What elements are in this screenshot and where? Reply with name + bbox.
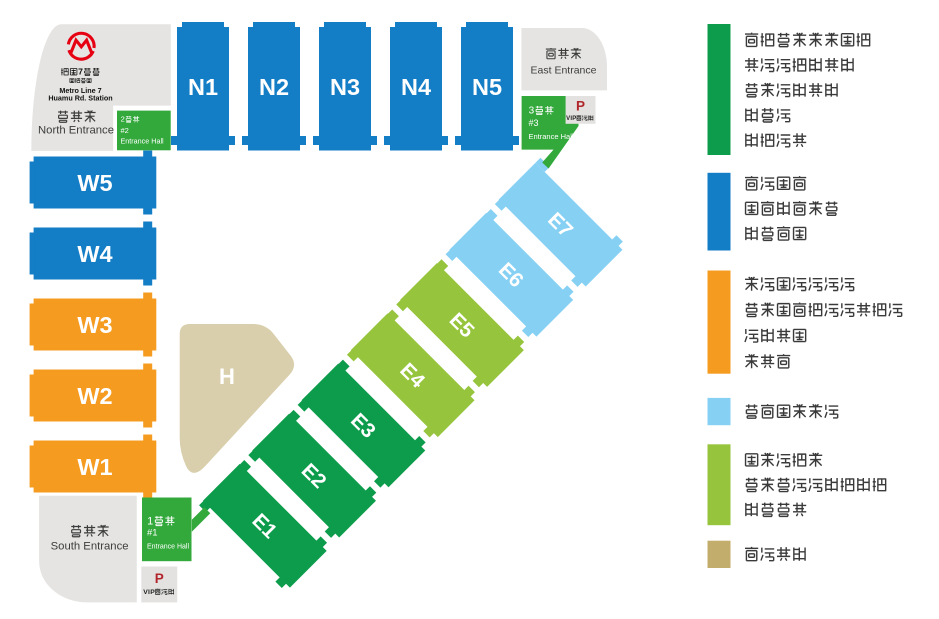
svg-text:W5: W5 [77,170,112,196]
svg-text:P: P [572,116,576,122]
svg-text:Entrance Hall: Entrance Hall [121,136,165,145]
svg-text:#3: #3 [529,118,539,128]
svg-text:Huamu Rd. Station: Huamu Rd. Station [48,94,112,103]
svg-text:N4: N4 [401,74,431,100]
svg-text:N5: N5 [472,74,502,100]
svg-text:East Entrance: East Entrance [531,65,597,77]
svg-text:N1: N1 [188,74,218,100]
svg-text:Metro Line 7: Metro Line 7 [59,86,101,95]
svg-text:#2: #2 [121,126,129,135]
svg-text:W2: W2 [77,383,112,409]
svg-text:Entrance Hall: Entrance Hall [147,543,189,550]
svg-text:N2: N2 [259,74,289,100]
svg-text:W1: W1 [77,454,112,480]
svg-text:2: 2 [121,115,125,124]
svg-text:P: P [150,589,155,596]
svg-text:South Entrance: South Entrance [51,540,129,552]
svg-text:P: P [155,571,164,586]
svg-text:I: I [570,116,572,122]
svg-text:3: 3 [529,106,535,117]
svg-text:H: H [219,364,235,389]
svg-text:7: 7 [78,67,83,77]
svg-text:North Entrance: North Entrance [38,125,114,137]
svg-text:Entrance Hall: Entrance Hall [529,132,574,141]
svg-text:1: 1 [147,516,153,528]
svg-text:W4: W4 [77,241,112,267]
svg-text:N3: N3 [330,74,360,100]
svg-text:I: I [148,589,150,596]
svg-text:#1: #1 [147,528,158,539]
svg-text:V: V [566,116,570,122]
svg-text:P: P [576,99,585,114]
svg-text:W3: W3 [77,312,112,338]
svg-text:V: V [143,589,148,596]
